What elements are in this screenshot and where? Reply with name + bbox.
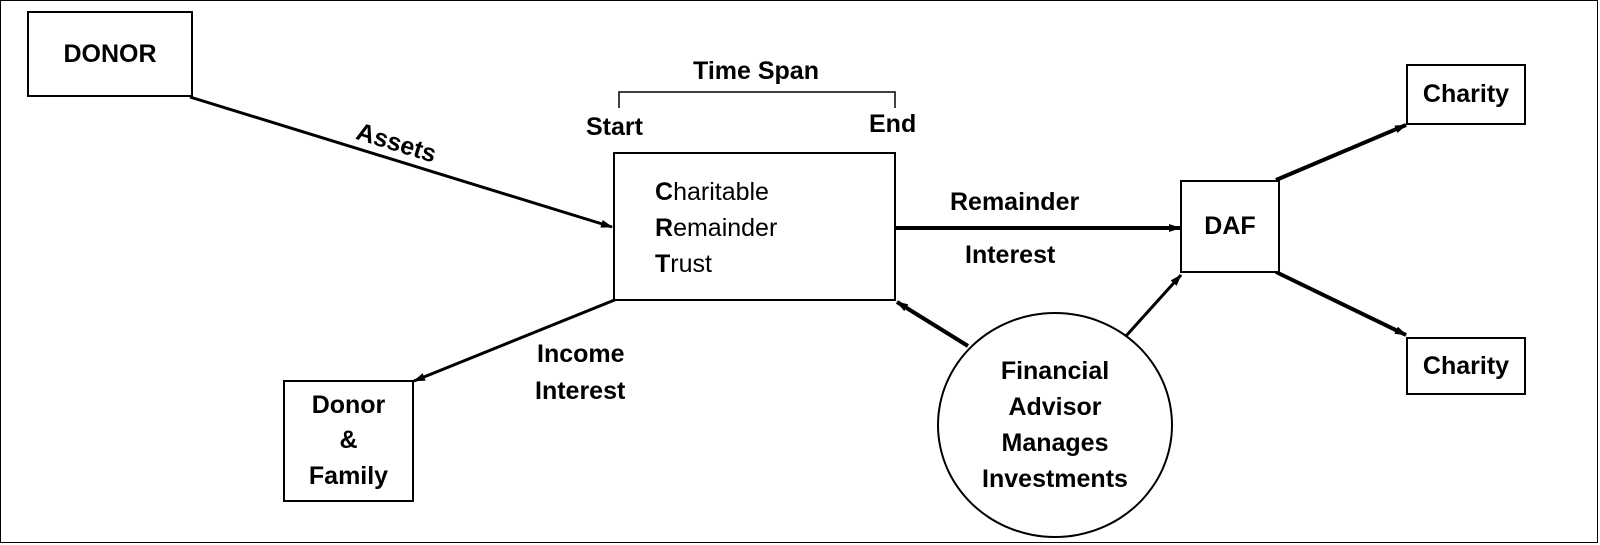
donor-label: DONOR xyxy=(63,39,157,68)
financial-advisor-node: Financial Advisor Manages Investments xyxy=(937,312,1173,538)
charity-bottom-label: Charity xyxy=(1422,351,1510,380)
advisor-line-1: Financial xyxy=(1000,357,1110,385)
advisor-line-2: Advisor xyxy=(1008,393,1102,421)
remainder-label: Remainder xyxy=(950,188,1080,216)
advisor-line-4: Investments xyxy=(982,465,1128,493)
advisor-line-3: Manages xyxy=(1001,429,1109,457)
donor-family-node: Donor & Family xyxy=(283,380,414,502)
charitable-remainder-trust-node: Charitable Remainder Trust xyxy=(613,152,896,301)
time-span-end: End xyxy=(869,110,917,138)
daf-to-charity-top-arrow xyxy=(1275,123,1407,182)
time-span-bracket xyxy=(618,91,896,108)
charity-top-label: Charity xyxy=(1422,80,1510,108)
income-interest-label: Interest xyxy=(535,377,626,405)
trust-line-1: Charitable xyxy=(655,178,769,206)
time-span-start: Start xyxy=(586,113,643,141)
interest-label: Interest xyxy=(965,241,1056,269)
daf-to-charity-bottom-arrow xyxy=(1275,270,1407,337)
time-span-title: Time Span xyxy=(693,57,819,85)
donor-family-line-2: & xyxy=(339,426,358,455)
donor-family-line-1: Donor xyxy=(311,390,386,419)
donor-node: DONOR xyxy=(27,11,193,97)
donor-family-line-3: Family xyxy=(308,461,389,490)
daf-label: DAF xyxy=(1204,212,1256,240)
assets-arrow xyxy=(189,95,613,229)
advisor-to-daf-arrow xyxy=(1124,273,1183,338)
advisor-to-trust-arrow xyxy=(895,300,970,348)
charity-node-bottom: Charity xyxy=(1406,337,1526,395)
trust-line-2: Remainder xyxy=(655,214,778,242)
daf-node: DAF xyxy=(1180,180,1280,273)
income-label: Income xyxy=(537,340,625,368)
charity-node-top: Charity xyxy=(1406,64,1526,125)
trust-line-3: Trust xyxy=(655,250,712,278)
income-interest-arrow xyxy=(413,297,618,383)
